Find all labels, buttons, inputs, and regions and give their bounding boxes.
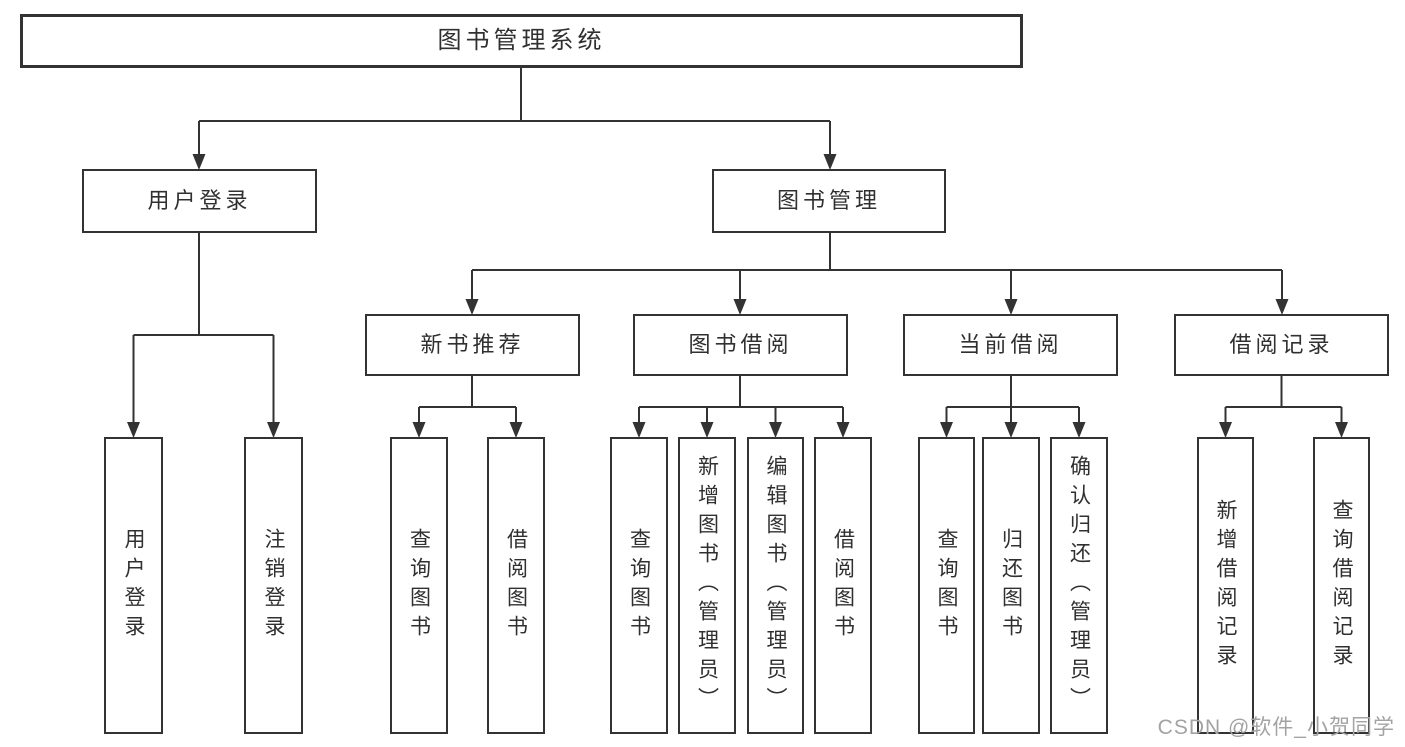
leaf-user-login: 用户登录 xyxy=(104,437,163,734)
node-book-borrowing: 图书借阅 xyxy=(633,314,848,376)
csdn-watermark: CSDN @软件_小贺同学 xyxy=(1157,716,1395,739)
leaf-borrow-books: 借阅图书 xyxy=(814,437,872,734)
leaf-add-book-admin: 新增图书（管理员） xyxy=(678,437,736,734)
leaf-logout: 注销登录 xyxy=(244,437,303,734)
leaf-return-book: 归还图书 xyxy=(982,437,1040,734)
leaf-query-books-recommend: 查询图书 xyxy=(390,437,448,734)
leaf-query-borrow-record: 查询借阅记录 xyxy=(1313,437,1370,734)
leaf-query-books-borrowing: 查询图书 xyxy=(610,437,668,734)
node-book-management: 图书管理 xyxy=(712,169,946,233)
node-library-management-system: 图书管理系统 xyxy=(20,14,1023,68)
node-borrowing-records: 借阅记录 xyxy=(1174,314,1389,376)
leaf-query-books-current: 查询图书 xyxy=(918,437,975,734)
leaf-edit-book-admin: 编辑图书（管理员） xyxy=(747,437,804,734)
leaf-borrow-books-recommend: 借阅图书 xyxy=(487,437,545,734)
node-current-borrowing: 当前借阅 xyxy=(903,314,1118,376)
node-user-login: 用户登录 xyxy=(82,169,317,233)
leaf-add-borrow-record: 新增借阅记录 xyxy=(1197,437,1254,734)
leaf-confirm-return-admin: 确认归还（管理员） xyxy=(1050,437,1108,734)
node-new-book-recommend: 新书推荐 xyxy=(365,314,580,376)
